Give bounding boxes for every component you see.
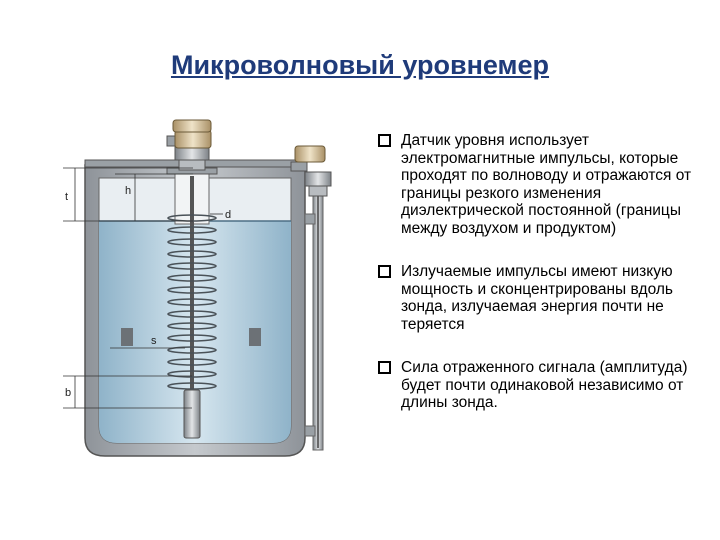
checkbox-bullet-icon — [378, 134, 391, 147]
probe-rod — [190, 176, 194, 396]
pulse-rings — [167, 214, 217, 390]
bullet-text: Излучаемые импульсы имеют низкую мощност… — [401, 263, 673, 333]
label-s: s — [151, 335, 157, 347]
label-b: b — [65, 387, 71, 399]
bullet-item: Датчик уровня использует электромагнитны… — [376, 132, 712, 237]
label-h: h — [125, 185, 131, 197]
checkbox-bullet-icon — [378, 265, 391, 278]
checkbox-bullet-icon — [378, 361, 391, 374]
left-bracket — [121, 328, 133, 346]
probe-weight — [183, 389, 201, 439]
label-t: t — [65, 191, 68, 203]
main-sensor-head — [166, 119, 212, 171]
bullet-list: Датчик уровня использует электромагнитны… — [376, 132, 712, 438]
bullet-item: Излучаемые импульсы имеют низкую мощност… — [376, 263, 712, 333]
label-d: d — [225, 209, 231, 221]
side-sensor-head — [290, 145, 332, 197]
bullet-text: Сила отраженного сигнала (амплитуда) буд… — [401, 359, 688, 411]
right-bracket — [249, 328, 261, 346]
tank-inner — [98, 177, 292, 444]
dimension-lines — [63, 167, 223, 409]
bypass-tube — [304, 195, 324, 451]
bullet-item: Сила отраженного сигнала (амплитуда) буд… — [376, 359, 712, 412]
page-title: Микроволновый уровнемер — [170, 50, 550, 80]
level-gauge-diagram: t h d s b — [63, 119, 332, 457]
bullet-text: Датчик уровня использует электромагнитны… — [401, 132, 692, 237]
